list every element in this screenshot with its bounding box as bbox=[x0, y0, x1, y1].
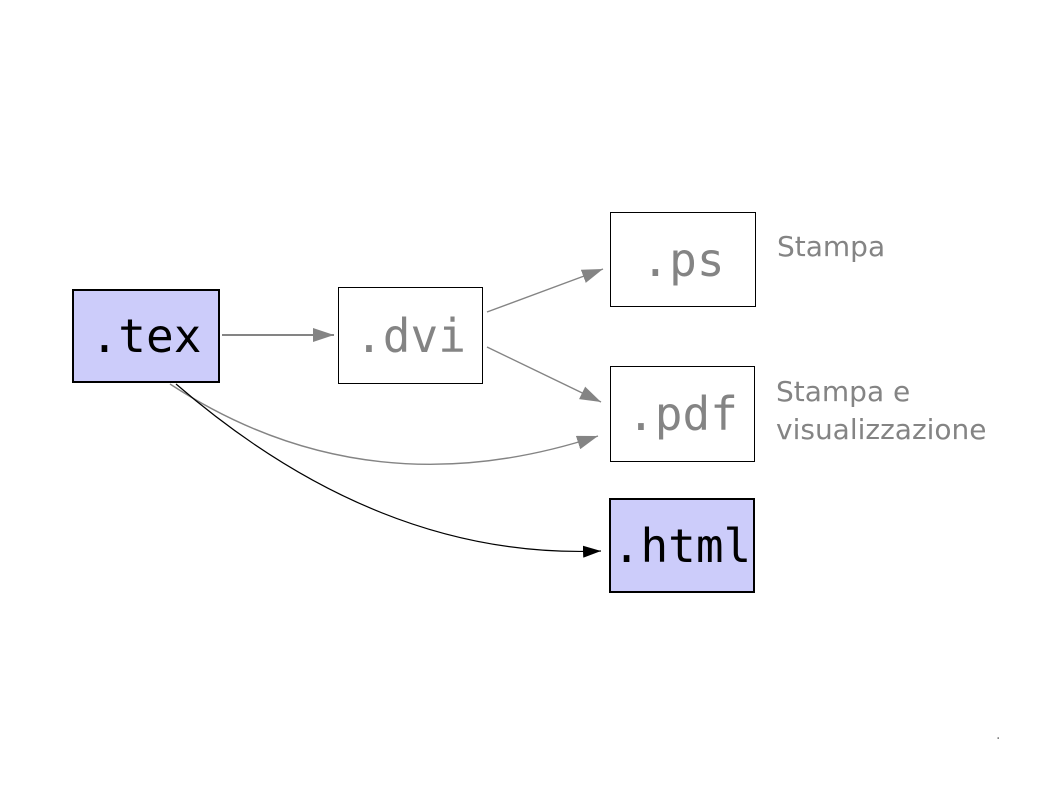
node-pdf: .pdf bbox=[610, 366, 755, 462]
node-tex-label: .tex bbox=[90, 309, 202, 363]
arrow-dvi-to-ps bbox=[486, 268, 604, 313]
node-tex: .tex bbox=[72, 289, 220, 383]
node-ps: .ps bbox=[610, 212, 756, 307]
arrow-dvi-to-pdf bbox=[486, 346, 602, 403]
node-html-label: .html bbox=[612, 518, 752, 573]
arrow-tex-to-html bbox=[175, 383, 602, 558]
node-ps-label: .ps bbox=[641, 232, 725, 287]
node-pdf-label: .pdf bbox=[627, 387, 738, 441]
node-html: .html bbox=[609, 498, 755, 593]
annotation-ps: Stampa bbox=[777, 230, 886, 263]
node-dvi-label: .dvi bbox=[355, 308, 466, 363]
page-marker-dot: . bbox=[996, 727, 1001, 743]
node-dvi: .dvi bbox=[338, 287, 483, 384]
annotation-pdf: Stampa e visualizzazione bbox=[776, 375, 987, 446]
arrow-tex-to-pdf bbox=[169, 383, 599, 465]
